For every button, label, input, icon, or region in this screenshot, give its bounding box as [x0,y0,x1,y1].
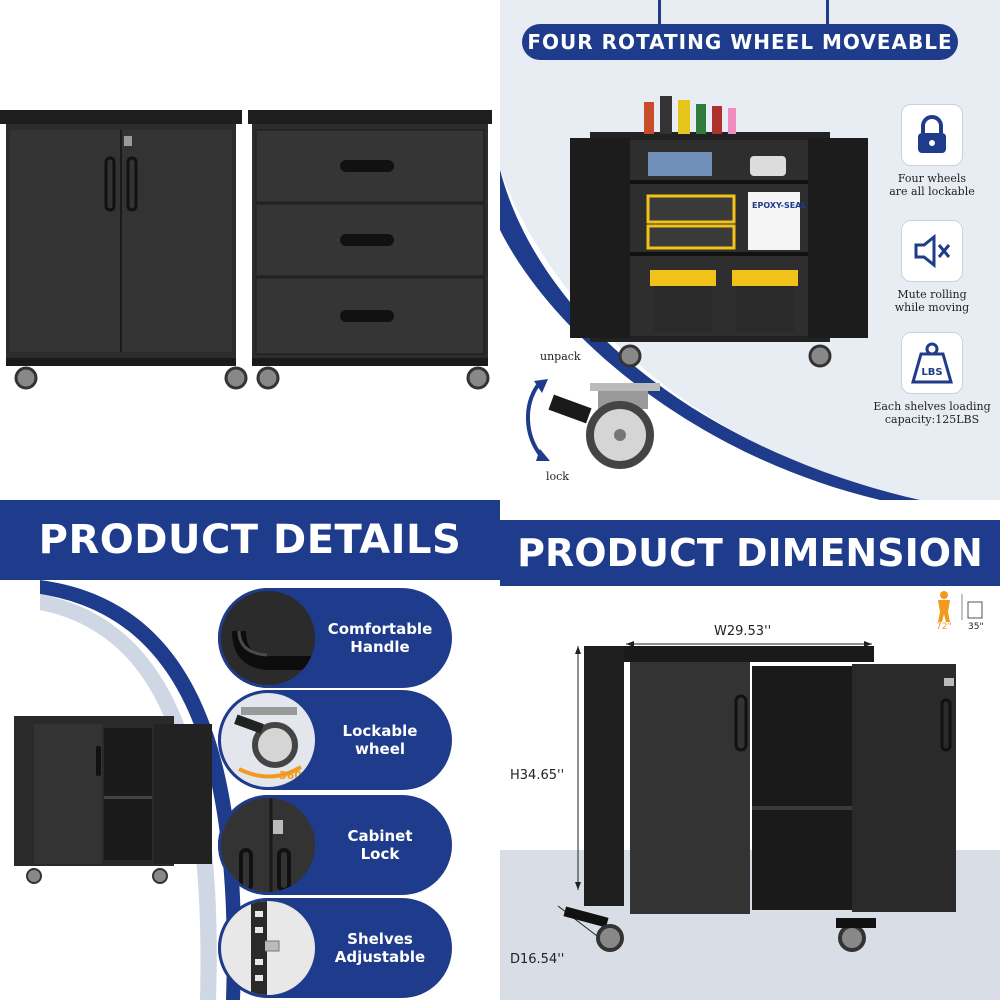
lock-icon [901,104,963,166]
section-title: PRODUCT DIMENSION [500,520,1000,586]
detail-label: Lockable wheel [342,722,418,758]
unpack-label: unpack [540,350,581,363]
section-title: FOUR ROTATING WHEEL MOVEABLE [522,24,958,60]
detail-lockable-wheel: 360° Lockable wheel [218,690,452,790]
person-height-label: 72" [936,622,952,632]
wheel-icon: 360° [218,690,318,790]
panel-product-dimension: PRODUCT DIMENSION 72" 35" W29.53'' H3 [500,500,1000,1000]
height-dimension-label: H34.65'' [510,768,565,783]
feature-text: Each shelves loading capacity:125LBS [873,400,991,426]
weight-icon-text: LBS [921,367,942,378]
lock-label: lock [546,470,569,483]
cabinet-height-label: 35" [968,622,984,632]
width-dimension-label: W29.53'' [714,624,772,639]
detail-shelves-adjustable: Shelves Adjustable [218,898,452,998]
detail-label: Comfortable Handle [327,620,433,656]
detail-handle: Comfortable Handle [218,588,452,688]
title-hanger-right [826,0,829,26]
detail-label: Shelves Adjustable [334,930,426,966]
detail-label: Cabinet Lock [347,827,413,863]
section-title: PRODUCT DETAILS [0,500,500,580]
open-cabinet-small [14,716,212,884]
double-door-cabinet [0,110,248,390]
mute-speaker-icon [901,220,963,282]
rotation-badge: 360° [279,769,307,782]
feature-text: Mute rolling while moving [894,288,970,314]
cabinets-illustration [0,110,492,390]
open-cabinet-illustration: EPOXY-SEAL [570,96,868,368]
drawer-cabinet [248,110,492,390]
sealant-can-label: EPOXY-SEAL [752,201,806,210]
key-lock-icon [218,795,318,895]
detail-cabinet-lock: Cabinet Lock [218,795,452,895]
feature-mute-rolling: Mute rolling while moving [872,220,992,314]
blue-arc [40,580,242,1000]
person-cabinet-scale-icon [938,591,983,622]
handle-icon [218,588,318,688]
depth-dimension-label: D16.54'' [510,952,565,967]
weight-icon: LBS [901,332,963,394]
shelf-bracket-icon [218,898,318,998]
cabinet-dimension-illustration [557,641,956,952]
panel-rotating-wheels: FOUR ROTATING WHEEL MOVEABLE EPOXY-SEAL … [500,0,1000,500]
panel-cabinets-overview [0,0,500,500]
feature-loading-capacity: LBS Each shelves loading capacity:125LBS [872,332,992,426]
title-hanger-left [658,0,661,26]
panel-product-details: PRODUCT DETAILS Comfortable Handle 360° … [0,500,500,1000]
feature-text: Four wheels are all lockable [889,172,975,198]
feature-lockable-wheels: Four wheels are all lockable [872,104,992,198]
caster-wheel-illustration [526,379,660,469]
